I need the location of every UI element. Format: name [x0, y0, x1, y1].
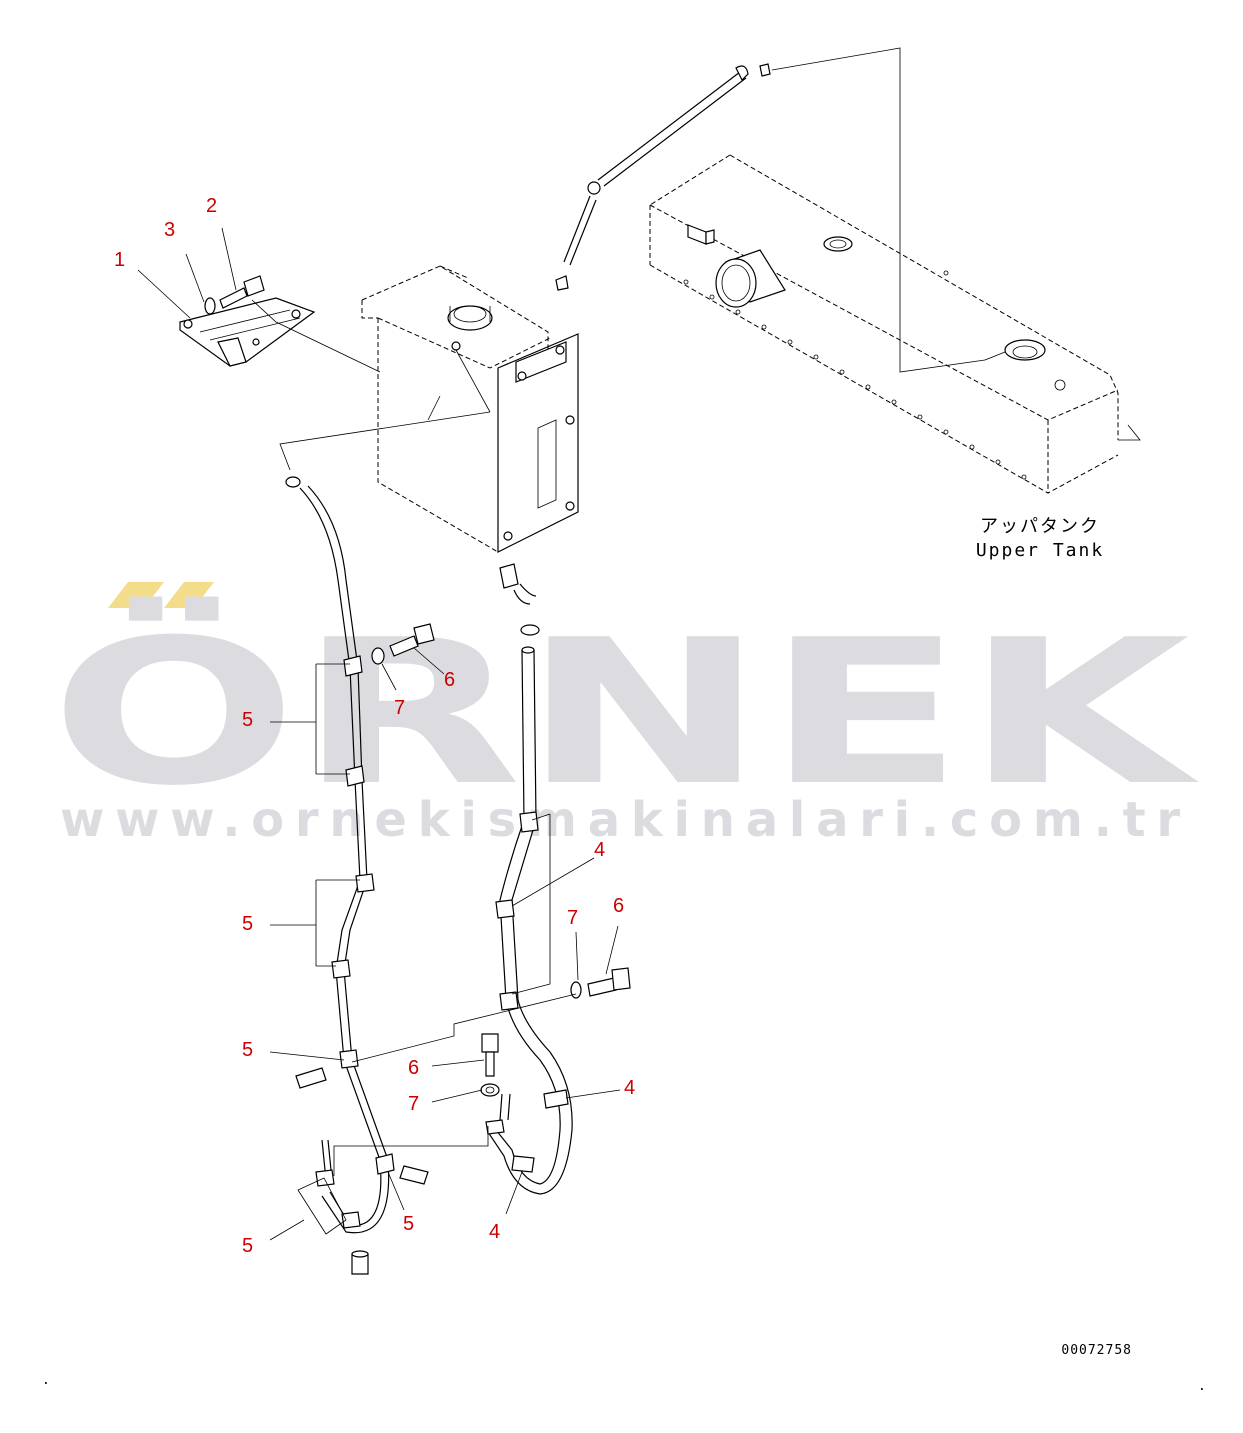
- upper-tank-label-en: Upper Tank: [976, 540, 1104, 561]
- washer-3: [204, 297, 216, 315]
- bolt-6-upper: [389, 623, 435, 657]
- washer-7-upper: [371, 647, 385, 665]
- drawing-code: 00072758: [1061, 1343, 1132, 1358]
- watermark-brand: ÖRNEK: [50, 596, 1200, 830]
- bolt-6-right: [587, 967, 631, 997]
- corner-mark-right: .: [1198, 1379, 1207, 1394]
- upper-tank-label-ja: アッパタンク: [980, 516, 1100, 537]
- expansion-tank: [361, 265, 579, 553]
- callout-5-b: 5: [242, 913, 253, 935]
- callout-labels: 1 2 3 5 5 5 5 5 6 7 4 7 6 6 7 4 4: [114, 195, 635, 1257]
- callout-6-c: 6: [408, 1057, 419, 1079]
- callout-4-c: 4: [489, 1221, 500, 1243]
- clamps-4: [485, 811, 569, 1173]
- leader-upper-tank: [771, 47, 986, 373]
- leader-tank-hose: [279, 349, 491, 471]
- clamps-5: [315, 655, 395, 1229]
- corner-mark-left: .: [42, 1373, 51, 1388]
- callout-5-a: 5: [242, 709, 253, 731]
- callout-3: 3: [164, 219, 175, 241]
- callout-4-b: 4: [624, 1077, 635, 1099]
- leader-brackets: [297, 663, 577, 1235]
- upper-tank-drawing: [649, 154, 1141, 494]
- callout-4-a: 4: [594, 839, 605, 861]
- washer-7-lower: [480, 1083, 500, 1097]
- callout-2: 2: [206, 195, 217, 217]
- callout-6-b: 6: [613, 895, 624, 917]
- watermark-accent-right: [164, 582, 214, 608]
- bolt-6-lower: [481, 1033, 499, 1077]
- washer-7-right: [570, 981, 582, 999]
- callout-1: 1: [114, 249, 125, 271]
- callout-5-d: 5: [242, 1235, 253, 1257]
- leader-bracket-tank: [251, 299, 381, 373]
- bolt-2: [219, 275, 265, 309]
- callout-5-c: 5: [242, 1039, 253, 1061]
- left-hose: [285, 476, 390, 1234]
- callout-5-e: 5: [403, 1213, 414, 1235]
- callout-6-a: 6: [444, 669, 455, 691]
- callout-7-b: 7: [567, 907, 578, 929]
- spacers: [295, 1067, 429, 1275]
- callout-leaders: [137, 227, 621, 1241]
- mounting-bracket: [179, 297, 316, 367]
- overflow-tube: [555, 63, 771, 291]
- callout-7-c: 7: [408, 1093, 419, 1115]
- watermark: ÖRNEK www.ornekismakinalari.com.tr: [50, 582, 1200, 848]
- callout-7-a: 7: [394, 697, 405, 719]
- watermark-accent-left: [108, 582, 164, 608]
